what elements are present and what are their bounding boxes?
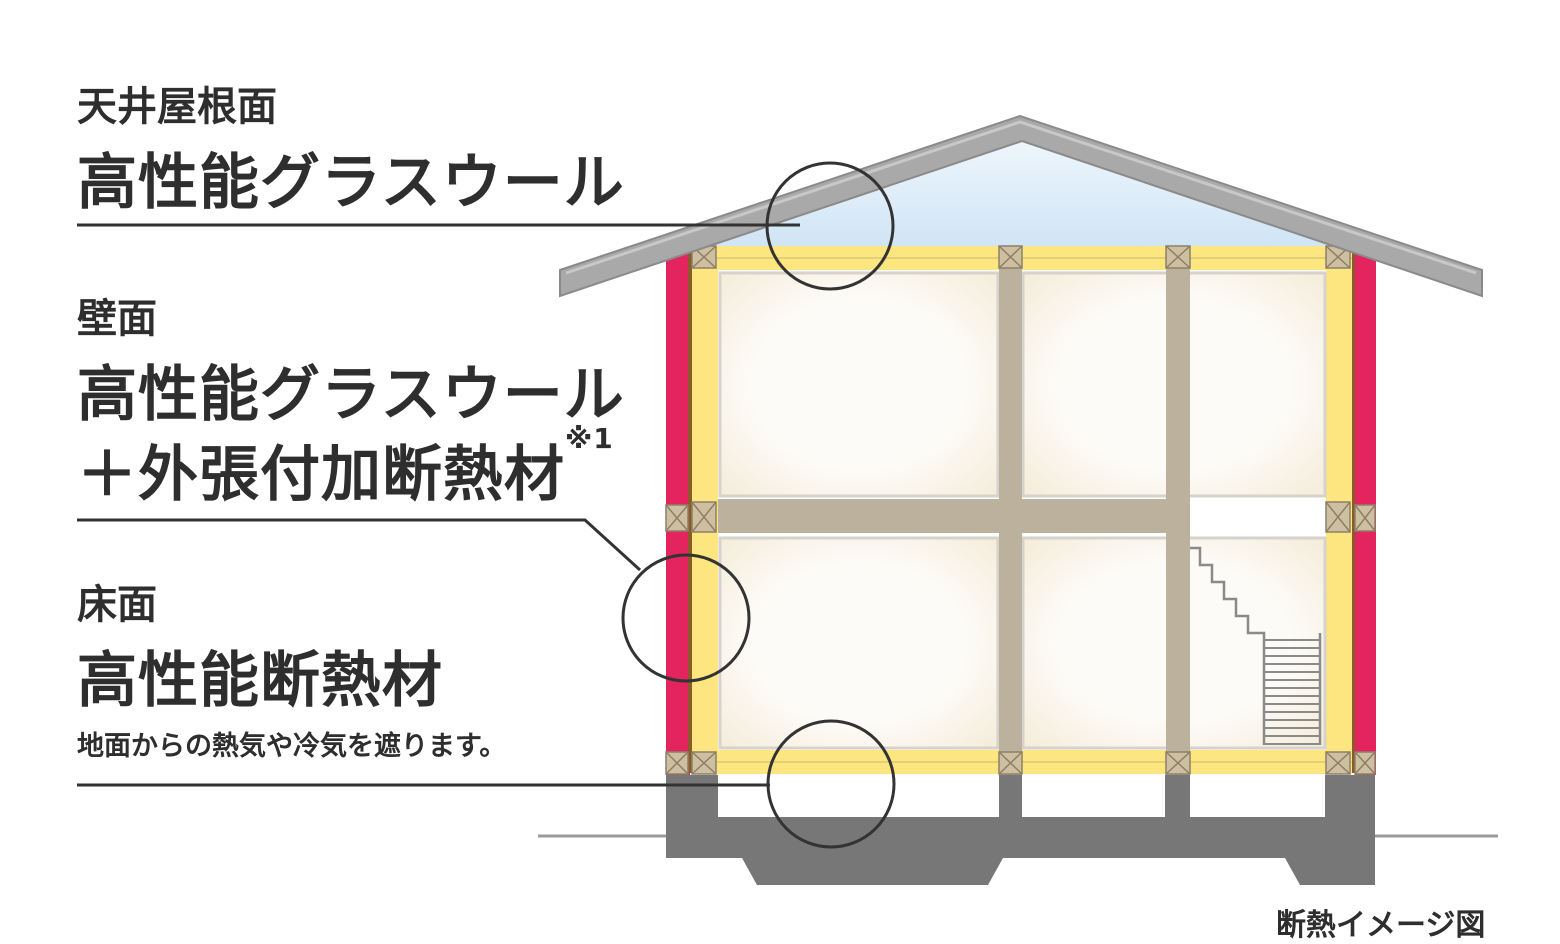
roof: [559, 114, 1483, 298]
callout-circle-wall: [621, 553, 751, 683]
callout-line-wall: [77, 518, 642, 572]
room-upper-left: [718, 271, 1000, 498]
footnote-mark: ※1: [565, 422, 614, 455]
callout-circle-ceiling: [765, 161, 895, 291]
wall-addition-text: ＋外張付加断熱材: [77, 440, 565, 510]
floor-note: 地面からの熱気や冷気を遮ります。: [77, 731, 507, 762]
ceiling-heading: 天井屋根面: [77, 84, 277, 130]
crawl-space: [718, 775, 999, 817]
crawl-space: [1190, 775, 1325, 817]
timber-beam-middle: [718, 499, 1188, 533]
floor-product: 高性能断熱材: [77, 646, 443, 716]
ceiling-product: 高性能グラスウール: [77, 148, 625, 218]
room-lower-left: [718, 536, 1000, 750]
attic-space: [690, 140, 1355, 250]
callout-circle-floor: [766, 719, 896, 849]
timber-post: [1166, 246, 1190, 775]
wall-heading: 壁面: [77, 296, 157, 342]
wall-product: 高性能グラスウール: [77, 360, 625, 430]
timber-post: [999, 246, 1022, 775]
floor-heading: 床面: [77, 582, 157, 628]
wall-addition: ＋外張付加断熱材※1: [77, 422, 614, 513]
diagram-caption: 断熱イメージ図: [1276, 908, 1486, 943]
staircase-treads: [1264, 639, 1320, 745]
crawl-space: [1022, 775, 1165, 817]
